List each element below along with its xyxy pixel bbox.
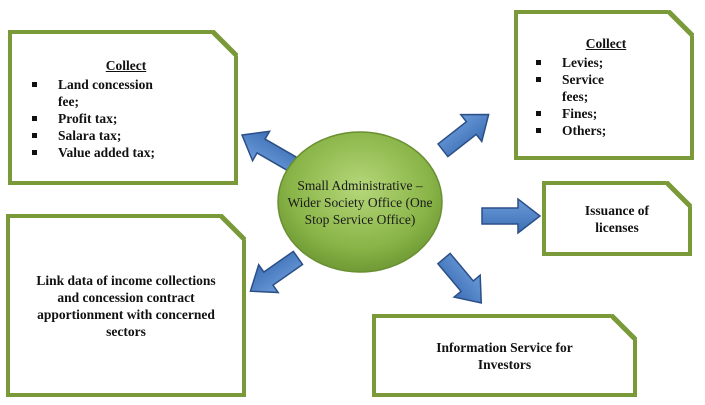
- list-item: Land concession fee;: [28, 76, 168, 110]
- list-item: Salara tax;: [28, 127, 224, 144]
- arrow-to-top-right: [436, 113, 490, 158]
- arrow-to-mid-right: [481, 197, 542, 235]
- arrow-to-bottom-right: [436, 252, 483, 304]
- collect-levies-title: Collect: [585, 36, 627, 51]
- investor-info-label: Information Service for Investors: [436, 339, 573, 372]
- list-item: Fines;: [532, 105, 680, 122]
- center-label: Small Administrative – Wider Society Off…: [287, 177, 433, 227]
- collect-taxes-list: Land concession fee; Profit tax; Salara …: [28, 76, 224, 161]
- link-data-label: Link data of income collections and conc…: [36, 272, 216, 339]
- collect-levies-list: Levies; Service fees; Fines; Others;: [532, 54, 680, 139]
- arrow-to-bottom-left: [249, 250, 304, 294]
- collect-levies-box: Collect Levies; Service fees; Fines; Oth…: [514, 10, 694, 160]
- list-item: Service fees;: [532, 71, 622, 105]
- list-item: Profit tax;: [28, 110, 224, 127]
- arrow-to-top-left: [240, 130, 298, 172]
- investor-info-box: Information Service for Investors: [372, 314, 637, 397]
- collect-taxes-title: Collect: [105, 58, 147, 73]
- link-data-box: Link data of income collections and conc…: [6, 214, 246, 397]
- center-ellipse: [277, 131, 443, 273]
- list-item: Levies;: [532, 54, 680, 71]
- collect-taxes-box: Collect Land concession fee; Profit tax;…: [8, 30, 238, 185]
- licenses-label: Issuance of licenses: [584, 202, 650, 235]
- list-item: Value added tax;: [28, 144, 224, 161]
- list-item: Others;: [532, 122, 680, 139]
- licenses-box: Issuance of licenses: [542, 181, 692, 256]
